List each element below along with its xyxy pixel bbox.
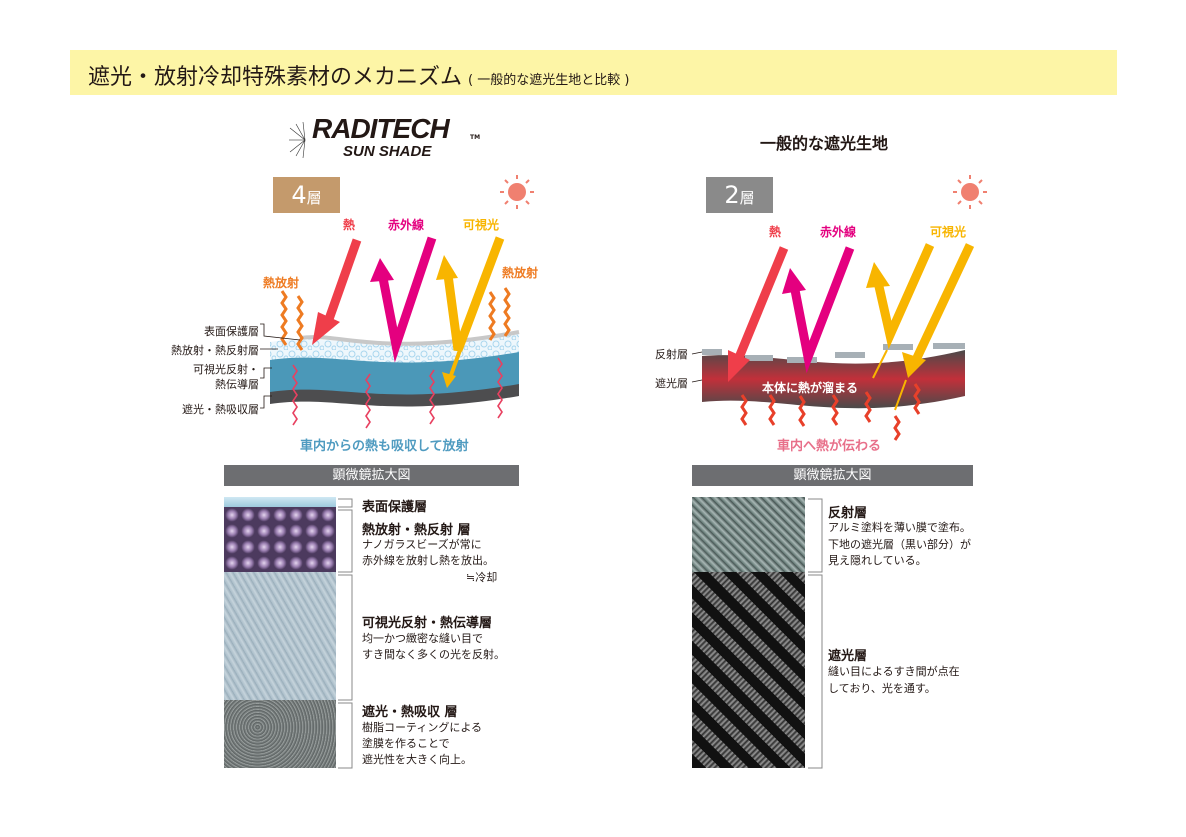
detail-text: アルミ塗料を薄い膜で塗布。 — [828, 521, 971, 534]
micro-absorb-image — [224, 700, 336, 768]
detail-text: 赤外線を放射し熱を放出。 — [362, 554, 494, 567]
detail-brackets — [338, 498, 823, 769]
badge-number: 4 — [291, 181, 307, 209]
detail-text: 下地の遮光層（黒い部分）が — [828, 538, 971, 551]
badge-number: 2 — [724, 181, 740, 209]
label-radiation-right: 熱放射 — [502, 266, 539, 280]
detail-text: 塗膜を作ることで — [362, 737, 450, 750]
micro-bead-image — [224, 507, 336, 572]
detail-text: 見え隠れしている。 — [828, 554, 927, 567]
logo-sun-shade: SUN SHADE — [343, 143, 432, 160]
label-infrared: 赤外線 — [388, 218, 425, 232]
badge-unit: 層 — [306, 189, 322, 207]
layer-label: 遮光層 — [655, 377, 688, 390]
micro-weave-image — [692, 572, 805, 768]
label-infrared: 赤外線 — [820, 225, 857, 239]
radiation-waves — [280, 287, 511, 351]
label-visible: 可視光 — [463, 218, 500, 232]
detail-text: 均一かつ緻密な縫い目で — [362, 632, 483, 645]
heat-transfer-waves — [740, 383, 921, 441]
interior-heat-waves — [292, 357, 503, 429]
caption-left: 車内からの熱も吸収して放射 — [300, 439, 469, 454]
micro-reflect-image — [692, 497, 805, 572]
micro-title-left: 顕微鏡拡大図 — [224, 465, 519, 486]
logo-raditech: RADITECH — [312, 113, 450, 144]
right-arrows — [728, 243, 975, 382]
layer-count-badge: 4層 — [273, 177, 340, 213]
layer-leader-lines — [260, 323, 301, 409]
micro-surface-image — [224, 497, 336, 507]
detail-text: 樹脂コーティングによる — [362, 721, 483, 734]
left-arrows — [312, 236, 505, 363]
micro-reflect-image — [224, 572, 336, 700]
detail-text: 縫い目によるすき間が点在 — [828, 665, 960, 678]
caption-right: 車内へ熱が伝わる — [777, 439, 882, 454]
badge-unit: 層 — [739, 189, 755, 207]
page-title: 遮光・放射冷却特殊素材のメカニズム ( 一般的な遮光生地と比較 ) — [88, 59, 629, 91]
layer-label: 表面保護層 — [204, 325, 259, 338]
layer-label: 反射層 — [655, 348, 688, 361]
label-visible: 可視光 — [930, 225, 967, 239]
detail-heading: 遮光・熱吸収 層 — [362, 705, 458, 720]
layer-label: 熱伝導層 — [215, 378, 259, 391]
title-main: 遮光・放射冷却特殊素材のメカニズム — [88, 65, 463, 90]
logo-sunburst-icon — [289, 121, 306, 159]
label-heat: 熱 — [343, 218, 356, 232]
layer-count-badge: 2層 — [706, 177, 773, 213]
right-heading: 一般的な遮光生地 — [760, 134, 889, 153]
inner-label: 本体に熱が溜まる — [762, 381, 859, 395]
detail-note: ≒冷却 — [466, 571, 498, 584]
detail-heading: 反射層 — [828, 506, 868, 521]
detail-text: ナノガラスビーズが常に — [362, 538, 482, 551]
label-radiation-left: 熱放射 — [263, 276, 300, 290]
sun-icon — [953, 175, 987, 209]
layer-label: 可視光反射・ — [193, 363, 259, 376]
detail-heading: 表面保護層 — [362, 500, 428, 515]
title-sub: ( 一般的な遮光生地と比較 ) — [468, 73, 630, 88]
detail-text: 遮光性を大きく向上。 — [362, 753, 472, 766]
detail-text: すき間なく多くの光を反射。 — [362, 648, 505, 661]
layer-label: 遮光・熱吸収層 — [182, 403, 259, 416]
sun-icon — [500, 175, 534, 209]
label-heat: 熱 — [769, 225, 782, 239]
right-layer-stack — [702, 343, 965, 409]
detail-heading: 遮光層 — [828, 649, 868, 664]
detail-heading: 可視光反射・熱伝導層 — [362, 616, 493, 631]
detail-text: しており、光を通す。 — [828, 682, 936, 695]
layer-label: 熱放射・熱反射層 — [171, 344, 259, 357]
detail-heading: 熱放射・熱反射 層 — [362, 523, 471, 538]
title-bar: 遮光・放射冷却特殊素材のメカニズム ( 一般的な遮光生地と比較 ) — [70, 50, 1117, 95]
micro-title-right: 顕微鏡拡大図 — [692, 465, 973, 486]
logo-tm: TM — [470, 134, 481, 141]
